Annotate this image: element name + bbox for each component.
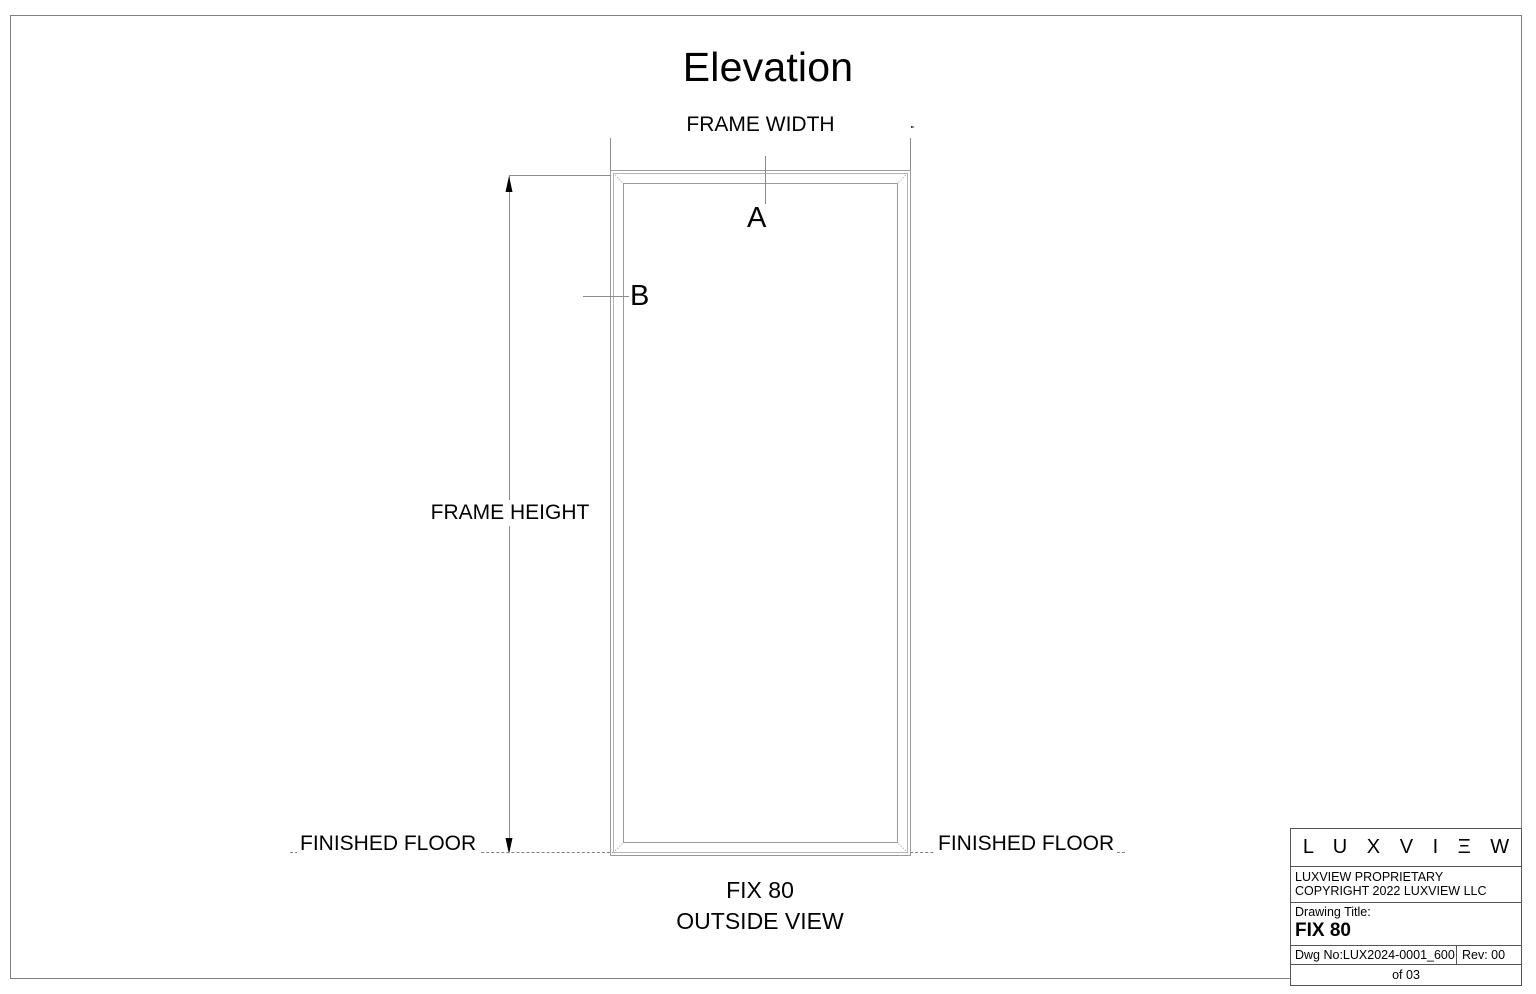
extension-line-top	[509, 175, 611, 176]
finished-floor-label-right: FINISHED FLOOR	[935, 831, 1118, 857]
luxview-logo: L U X V I Ξ W	[1291, 829, 1521, 867]
callout-label-b: B	[630, 280, 650, 312]
title-block: L U X V I Ξ W LUXVIEW PROPRIETARY COPYRI…	[1290, 828, 1522, 986]
callout-leader-b	[583, 296, 629, 297]
callout-leader-a	[765, 156, 766, 204]
revision-number: Rev: 00	[1462, 948, 1506, 962]
copyright-line-2: COPYRIGHT 2022 LUXVIEW LLC	[1295, 884, 1487, 898]
page-title: Elevation	[682, 44, 854, 90]
drawing-title-value: FIX 80	[1295, 920, 1351, 941]
extension-line-left	[610, 120, 611, 175]
frame-miter-joints	[612, 172, 909, 854]
drawing-number: Dwg No:LUX2024-0001_600	[1291, 946, 1457, 964]
view-caption-line1: FIX 80	[726, 877, 794, 903]
copyright-line-1: LUXVIEW PROPRIETARY	[1295, 870, 1444, 884]
drawing-title-field: Drawing Title: FIX 80	[1291, 903, 1521, 946]
frame-height-arrowheads	[505, 176, 513, 854]
drawing-number-row: Dwg No:LUX2024-0001_600 Rev: 00	[1291, 946, 1521, 965]
frame-inner-edge	[623, 183, 898, 843]
drawing-title-label: Drawing Title:	[1295, 905, 1371, 919]
view-caption: FIX 80 OUTSIDE VIEW	[570, 875, 950, 937]
extension-line-right	[910, 120, 911, 175]
view-caption-line2: OUTSIDE VIEW	[676, 908, 844, 934]
frame-profile-edge	[613, 173, 908, 853]
sheet-count: of 03	[1392, 968, 1420, 982]
callout-label-a: A	[747, 202, 767, 234]
frame-outer-edge	[610, 170, 911, 856]
frame-height-label: FRAME HEIGHT	[400, 500, 620, 526]
finished-floor-label-left: FINISHED FLOOR	[297, 831, 480, 857]
copyright-notice: LUXVIEW PROPRIETARY COPYRIGHT 2022 LUXVI…	[1291, 867, 1521, 903]
sheet-border	[10, 15, 1522, 979]
frame-width-label: FRAME WIDTH	[610, 112, 911, 138]
